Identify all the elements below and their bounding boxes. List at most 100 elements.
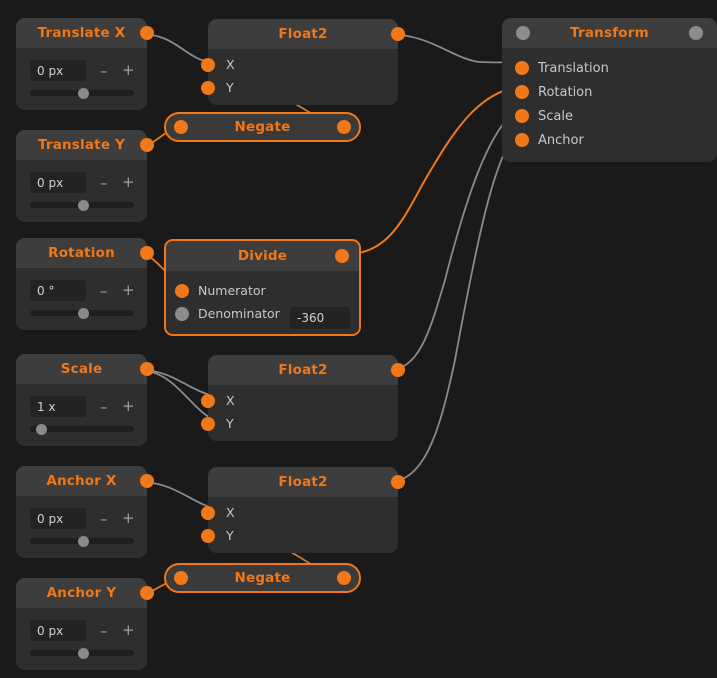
increment-button[interactable]: + [122, 173, 135, 191]
input-label-y: Y [226, 528, 234, 543]
input-row-x[interactable]: X [201, 389, 398, 412]
header-port-right[interactable] [689, 26, 703, 40]
node-translate-y[interactable]: Translate Y 0 px – + [16, 130, 154, 222]
node-negate-translate[interactable]: Negate [164, 112, 361, 142]
value-field-translate-x[interactable]: 0 px [30, 60, 86, 81]
slider-thumb[interactable] [77, 307, 89, 319]
input-port[interactable] [174, 120, 188, 134]
input-port-y[interactable] [201, 528, 215, 543]
output-port[interactable] [140, 362, 154, 376]
increment-button[interactable]: + [122, 509, 135, 527]
header-port-left[interactable] [516, 26, 530, 40]
node-float2-translate[interactable]: Float2 X Y [201, 19, 405, 105]
input-port-y[interactable] [201, 80, 215, 95]
node-header-float2-anchor[interactable]: Float2 [208, 467, 405, 497]
node-divide[interactable]: Divide Numerator Denominator -360 [164, 239, 361, 336]
output-port[interactable] [335, 249, 349, 263]
node-header-float2-scale[interactable]: Float2 [208, 355, 405, 385]
value-field-translate-y[interactable]: 0 px [30, 172, 86, 193]
slider-scale[interactable] [30, 423, 134, 435]
input-port-translation[interactable] [515, 61, 529, 75]
input-row-translation[interactable]: Translation [502, 56, 717, 80]
input-row-anchor[interactable]: Anchor [502, 128, 717, 152]
value-field-anchor-y[interactable]: 0 px [30, 620, 86, 641]
output-port[interactable] [337, 120, 351, 134]
slider-thumb[interactable] [77, 199, 89, 211]
input-row-rotation[interactable]: Rotation [502, 80, 717, 104]
value-field-scale[interactable]: 1 x [30, 396, 86, 417]
node-header-float2-translate[interactable]: Float2 [208, 19, 405, 49]
node-header-rotation[interactable]: Rotation [16, 238, 154, 268]
node-header-transform[interactable]: Transform [502, 18, 717, 48]
node-float2-scale[interactable]: Float2 X Y [201, 355, 405, 441]
value-field-rotation[interactable]: 0 ° [30, 280, 86, 301]
increment-button[interactable]: + [122, 397, 135, 415]
node-header-divide[interactable]: Divide [166, 241, 359, 271]
input-port-scale[interactable] [515, 109, 529, 123]
node-translate-x[interactable]: Translate X 0 px – + [16, 18, 154, 110]
node-float2-anchor[interactable]: Float2 X Y [201, 467, 405, 553]
node-header-translate-x[interactable]: Translate X [16, 18, 154, 48]
node-header-anchor-x[interactable]: Anchor X [16, 466, 154, 496]
node-header-anchor-y[interactable]: Anchor Y [16, 578, 154, 608]
increment-button[interactable]: + [122, 621, 135, 639]
slider-thumb[interactable] [77, 647, 89, 659]
slider-anchor-x[interactable] [30, 535, 134, 547]
input-row-x[interactable]: X [201, 53, 398, 76]
node-header-translate-y[interactable]: Translate Y [16, 130, 154, 160]
slider-translate-x[interactable] [30, 87, 134, 99]
output-port[interactable] [140, 586, 154, 600]
value-field-anchor-x[interactable]: 0 px [30, 508, 86, 529]
node-body: Numerator Denominator -360 [166, 271, 359, 334]
slider-translate-y[interactable] [30, 199, 134, 211]
input-port-y[interactable] [201, 416, 215, 431]
input-port-x[interactable] [201, 505, 215, 520]
decrement-button[interactable]: – [100, 282, 108, 300]
decrement-button[interactable]: – [100, 510, 108, 528]
slider-anchor-y[interactable] [30, 647, 134, 659]
output-port[interactable] [140, 26, 154, 40]
decrement-button[interactable]: – [100, 398, 108, 416]
output-port[interactable] [140, 138, 154, 152]
slider-thumb[interactable] [36, 423, 48, 435]
input-row-y[interactable]: Y [201, 524, 398, 547]
input-row-denominator[interactable]: Denominator [166, 302, 359, 325]
slider-thumb[interactable] [77, 535, 89, 547]
node-negate-anchor[interactable]: Negate [164, 563, 361, 593]
input-port-anchor[interactable] [515, 133, 529, 147]
input-row-numerator[interactable]: Numerator [166, 279, 359, 302]
node-header-scale[interactable]: Scale [16, 354, 154, 384]
increment-button[interactable]: + [122, 61, 135, 79]
node-scale[interactable]: Scale 1 x – + [16, 354, 154, 446]
input-port-numerator[interactable] [175, 283, 189, 298]
decrement-button[interactable]: – [100, 622, 108, 640]
output-port[interactable] [140, 474, 154, 488]
output-port[interactable] [337, 571, 351, 585]
input-port-x[interactable] [201, 393, 215, 408]
slider-rotation[interactable] [30, 307, 134, 319]
input-port-denominator[interactable] [175, 306, 189, 321]
node-title: Negate [234, 570, 291, 586]
decrement-button[interactable]: – [100, 62, 108, 80]
output-port[interactable] [391, 27, 405, 41]
slider-thumb[interactable] [77, 87, 89, 99]
input-row-scale[interactable]: Scale [502, 104, 717, 128]
node-rotation[interactable]: Rotation 0 ° – + [16, 238, 154, 330]
output-port[interactable] [391, 363, 405, 377]
input-row-x[interactable]: X [201, 501, 398, 524]
node-transform[interactable]: Transform Translation Rotation Scale Anc… [502, 18, 717, 162]
increment-button[interactable]: + [122, 281, 135, 299]
output-port[interactable] [391, 475, 405, 489]
input-port-x[interactable] [201, 57, 215, 72]
input-row-y[interactable]: Y [201, 412, 398, 435]
input-row-y[interactable]: Y [201, 76, 398, 99]
decrement-button[interactable]: – [100, 174, 108, 192]
output-port[interactable] [140, 246, 154, 260]
node-anchor-y[interactable]: Anchor Y 0 px – + [16, 578, 154, 670]
node-anchor-x[interactable]: Anchor X 0 px – + [16, 466, 154, 558]
input-port-rotation[interactable] [515, 85, 529, 99]
input-label-denominator: Denominator [198, 306, 280, 321]
input-port[interactable] [174, 571, 188, 585]
value-field-denominator[interactable]: -360 [290, 307, 350, 329]
